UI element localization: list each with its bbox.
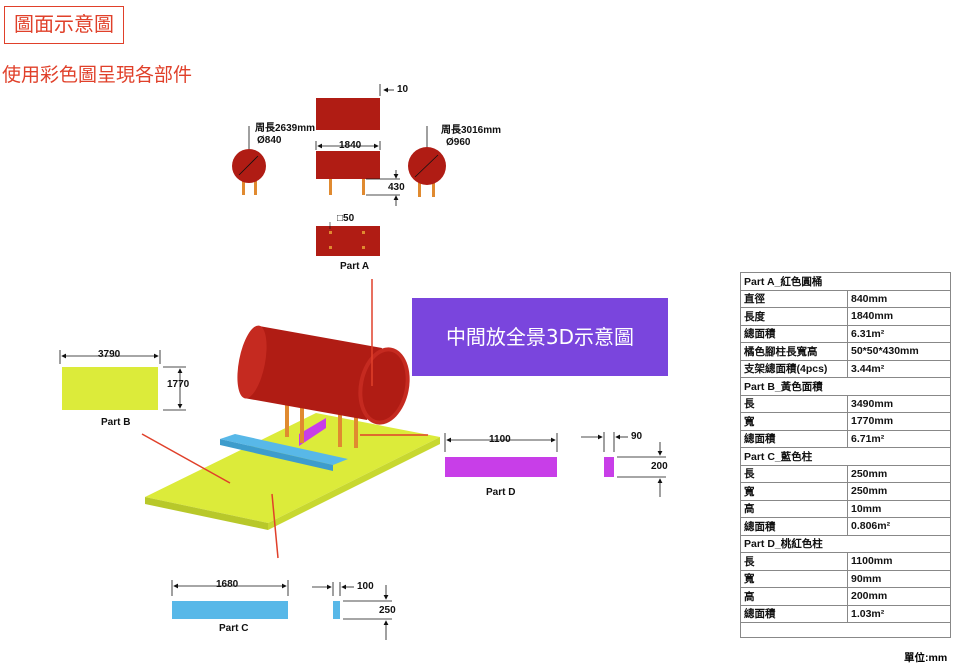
spec-value: 200mm <box>847 587 951 606</box>
unit-label: 單位:mm <box>904 652 948 664</box>
spec-section-header: Part B_黃色面積 <box>740 377 951 396</box>
spec-key: 總面積 <box>740 324 848 343</box>
assembly-3d-view <box>145 325 440 530</box>
page-title: 圖面示意圖 <box>14 12 114 36</box>
spec-value: 3.44m² <box>847 359 951 378</box>
spec-empty-row <box>740 622 951 638</box>
spec-value: 1100mm <box>847 552 951 571</box>
spec-value: 6.71m² <box>847 429 951 448</box>
part-c-drawing <box>171 580 392 640</box>
part-c-height: 250 <box>379 605 396 616</box>
title-box: 圖面示意圖 <box>4 6 124 44</box>
part-d-small-width: 90 <box>631 431 643 442</box>
part-a-label: Part A <box>340 261 370 272</box>
part-b-drawing <box>59 350 186 411</box>
spec-value: 840mm <box>847 289 951 308</box>
spec-key: 寬 <box>740 482 848 501</box>
part-c-label: Part C <box>219 623 249 634</box>
part-b-height: 1770 <box>167 379 190 390</box>
part-d-height: 200 <box>651 461 668 472</box>
part-a-right-circle <box>408 126 446 197</box>
part-a-left-circle <box>232 126 266 195</box>
part-b-width: 3790 <box>98 349 121 360</box>
leader-line-b <box>141 433 231 484</box>
leader-line-c <box>271 493 279 559</box>
spec-value: 250mm <box>847 482 951 501</box>
spec-key: 高 <box>740 587 848 606</box>
spec-section-title: Part B_黃色面積 <box>740 377 951 396</box>
spec-row: 支架總面積(4pcs)3.44m² <box>740 359 951 378</box>
spec-key: 寬 <box>740 569 848 588</box>
part-a-top-view <box>316 98 380 130</box>
part-a-left-diameter: Ø840 <box>257 135 282 146</box>
part-d-drawing <box>444 432 666 497</box>
spec-section-header: Part C_藍色柱 <box>740 447 951 466</box>
spec-key: 橘色腳柱長寬高 <box>740 342 848 361</box>
part-a-dim-430: 430 <box>388 182 405 193</box>
spec-value: 50*50*430mm <box>847 342 951 361</box>
spec-section-title: Part C_藍色柱 <box>740 447 951 466</box>
part-a-left-perimeter: 周長2639mm <box>255 123 316 134</box>
part-d-width: 1100 <box>489 434 511 445</box>
spec-key: 長度 <box>740 307 848 326</box>
spec-value: 3490mm <box>847 394 951 413</box>
spec-key: 長 <box>740 464 848 483</box>
spec-section-header: Part D_桃紅色柱 <box>740 534 951 553</box>
part-a-dim-10: 10 <box>397 84 409 95</box>
spec-section-title: Part A_紅色圓桶 <box>740 272 951 291</box>
spec-key: 寬 <box>740 412 848 431</box>
part-b-label: Part B <box>101 417 131 428</box>
part-c-small-width: 100 <box>357 581 374 592</box>
spec-key: 總面積 <box>740 604 848 623</box>
part-a-front-view <box>315 141 400 206</box>
spec-value: 0.806m² <box>847 517 951 536</box>
spec-key: 長 <box>740 394 848 413</box>
spec-value: 250mm <box>847 464 951 483</box>
spec-value: 1.03m² <box>847 604 951 623</box>
page-subtitle: 使用彩色圖呈現各部件 <box>2 64 193 86</box>
part-d-label: Part D <box>486 487 516 498</box>
spec-key: 長 <box>740 552 848 571</box>
spec-value: 1770mm <box>847 412 951 431</box>
spec-value: 10mm <box>847 499 951 518</box>
part-a-dim-1840: 1840 <box>339 140 362 151</box>
part-a-bottom-view <box>316 222 380 256</box>
spec-key: 直徑 <box>740 289 848 308</box>
spec-value: 90mm <box>847 569 951 588</box>
part-c-width: 1680 <box>216 579 239 590</box>
part-a-right-perimeter: 周長3016mm <box>441 125 502 136</box>
part-a-right-diameter: Ø960 <box>446 137 471 148</box>
panorama-callout: 中間放全景3D示意圖 <box>412 298 668 376</box>
spec-key: 高 <box>740 499 848 518</box>
spec-key: 總面積 <box>740 517 848 536</box>
spec-key: 支架總面積(4pcs) <box>740 359 848 378</box>
spec-section-header: Part A_紅色圓桶 <box>740 272 951 291</box>
spec-value: 6.31m² <box>847 324 951 343</box>
spec-key: 總面積 <box>740 429 848 448</box>
spec-section-title: Part D_桃紅色柱 <box>740 534 951 553</box>
spec-value: 1840mm <box>847 307 951 326</box>
part-a-dim-50: □50 <box>337 213 355 224</box>
part-a-dimension-10 <box>379 84 394 96</box>
